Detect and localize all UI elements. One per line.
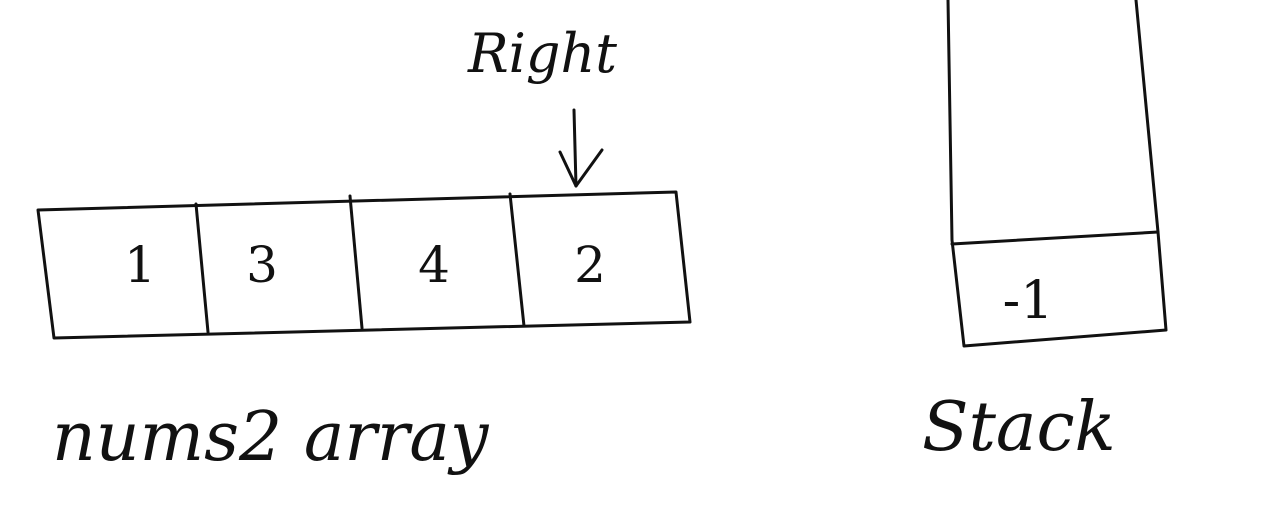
array-label: nums2 array xyxy=(52,398,490,477)
array-cell: 3 xyxy=(246,236,278,294)
array-divider-1 xyxy=(194,202,210,334)
array-cell: 2 xyxy=(574,236,606,294)
stack-outline xyxy=(946,0,1168,348)
array-divider-2 xyxy=(348,194,364,330)
array-outline xyxy=(36,190,692,340)
pointer-arrow-icon xyxy=(558,108,604,188)
stack-box: -1 xyxy=(946,0,1168,348)
stack-label: Stack xyxy=(922,388,1116,467)
array-box: 1 3 4 2 xyxy=(36,190,692,340)
array-cell: 1 xyxy=(124,236,156,294)
array-divider-3 xyxy=(508,192,526,328)
stack-divider xyxy=(950,230,1160,246)
stack-cell: -1 xyxy=(1003,271,1054,331)
pointer-label: Right xyxy=(467,22,617,85)
array-cell: 4 xyxy=(418,236,450,294)
